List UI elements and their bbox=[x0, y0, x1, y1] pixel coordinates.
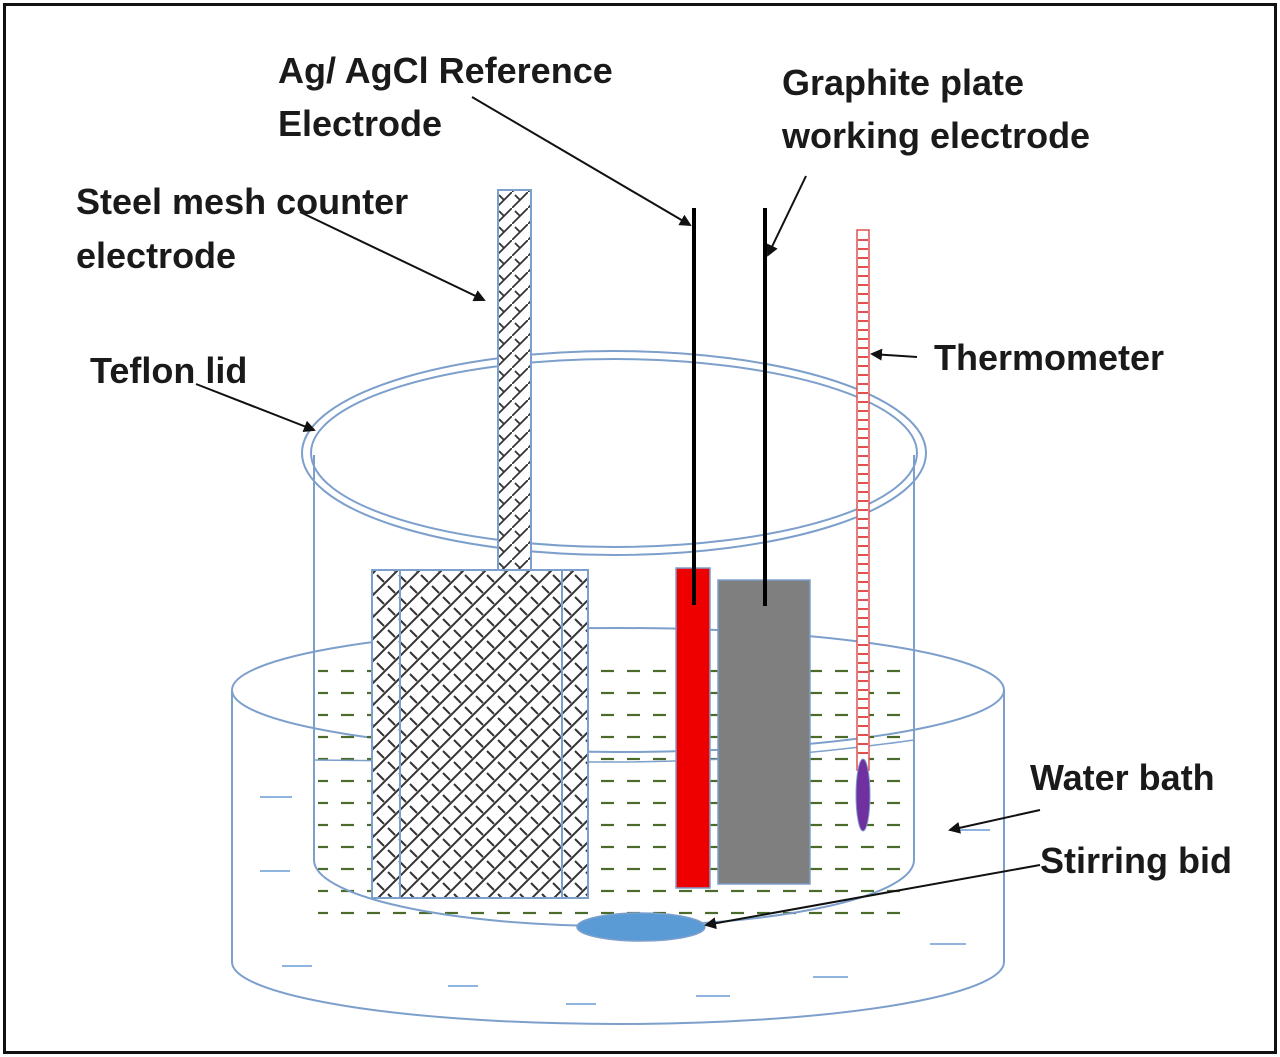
leader-stirring bbox=[704, 864, 1041, 930]
stirring-bar bbox=[576, 912, 706, 942]
label-stirring: Stirring bid bbox=[1040, 840, 1232, 881]
leader-graphite bbox=[766, 175, 807, 257]
reference-electrode bbox=[675, 208, 711, 889]
graphite-working-electrode bbox=[717, 208, 811, 885]
leader-teflon bbox=[195, 383, 316, 432]
thermometer bbox=[855, 229, 871, 832]
label-reference-line1: Ag/ AgCl Reference bbox=[278, 50, 613, 91]
thermometer-scale bbox=[858, 239, 868, 754]
leader-lines bbox=[195, 96, 1041, 930]
leader-water-bath bbox=[948, 809, 1041, 834]
label-graphite-line1: Graphite plate bbox=[782, 62, 1024, 103]
diagram-frame bbox=[3, 3, 1277, 1054]
teflon-lid bbox=[301, 350, 927, 556]
label-thermometer: Thermometer bbox=[934, 337, 1164, 378]
label-steel-line1: Steel mesh counter bbox=[76, 181, 408, 222]
leader-reference bbox=[471, 96, 692, 227]
steel-mesh-counter-electrode bbox=[371, 189, 589, 899]
label-teflon: Teflon lid bbox=[90, 350, 247, 391]
label-water-bath: Water bath bbox=[1030, 757, 1215, 798]
leader-thermometer bbox=[870, 348, 918, 361]
label-steel-line2: electrode bbox=[76, 235, 236, 276]
label-graphite-line2: working electrode bbox=[781, 115, 1090, 156]
water-dashes bbox=[260, 796, 990, 1005]
leader-steel-mesh bbox=[299, 211, 486, 302]
label-reference-line2: Electrode bbox=[278, 103, 442, 144]
